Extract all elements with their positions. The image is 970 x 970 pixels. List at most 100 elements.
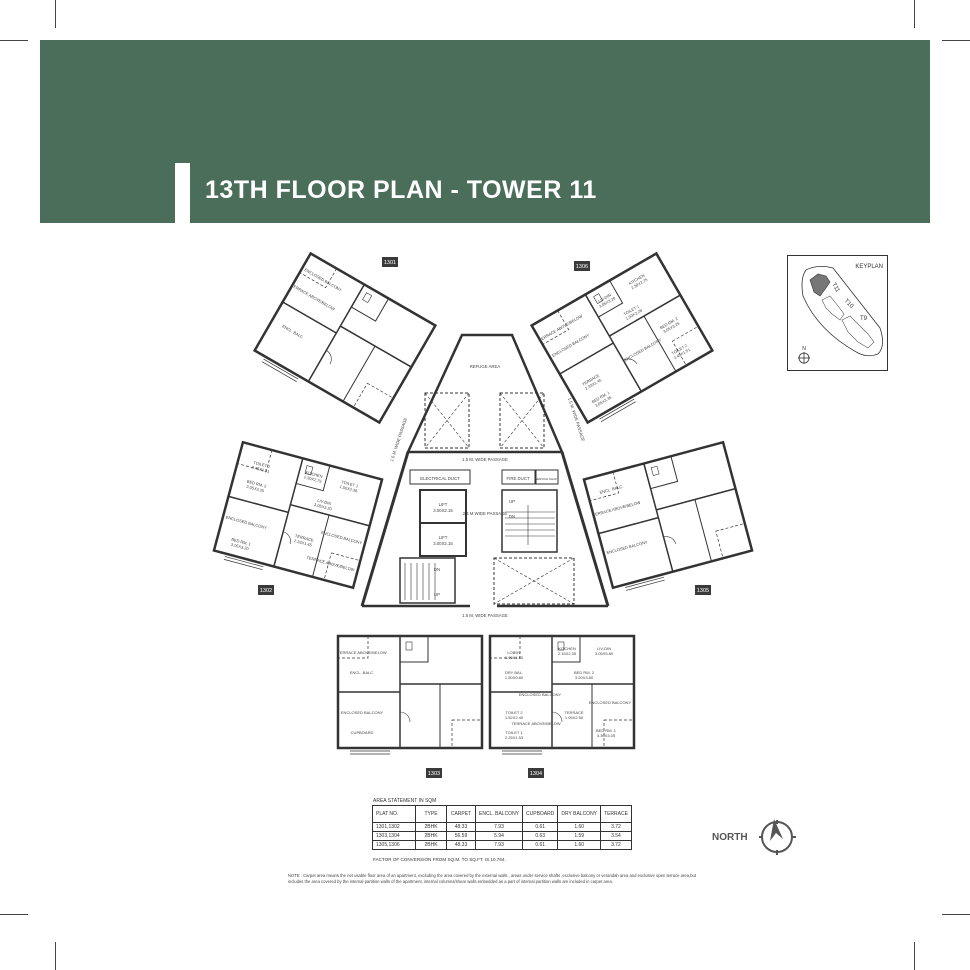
lift-2-label: LIFT bbox=[439, 535, 448, 540]
passage-mid-label: 2.4 M WIDE PASSAGE bbox=[463, 511, 508, 516]
room-label: TERRACE ABOVE/BELOW bbox=[291, 283, 336, 312]
room-label: BED RM. 2 bbox=[574, 670, 595, 675]
service-shaft bbox=[535, 469, 559, 485]
table-cell: 48.33 bbox=[446, 840, 476, 850]
room-dims: 1.50X2.28 bbox=[339, 484, 359, 494]
room-label: CUPBOARD bbox=[351, 730, 374, 735]
room-label: LIV-DIN bbox=[317, 498, 332, 506]
room-label: TOILET 1 bbox=[341, 479, 360, 488]
flat-number-badge: 1302 bbox=[258, 585, 274, 595]
crop-mark bbox=[914, 0, 915, 28]
flat-number: 1303 bbox=[428, 771, 440, 777]
room-dims: 2.30X2.75 bbox=[303, 474, 323, 484]
north-compass-icon bbox=[759, 819, 796, 855]
table-cell: 0.61 bbox=[522, 840, 559, 850]
passage-top-label: 1.5 M. WIDE PASSAGE bbox=[462, 457, 508, 462]
room-dims: 3.05X3.20 bbox=[230, 542, 250, 552]
room-label: TOILET 2 bbox=[505, 710, 523, 715]
wc-fixture bbox=[362, 292, 373, 304]
table-cell: 7.93 bbox=[474, 840, 524, 850]
cutout-void bbox=[493, 557, 575, 605]
flat-number-badge: 1306 bbox=[574, 261, 590, 271]
crop-mark bbox=[942, 914, 970, 915]
table-cell: 1305,1306 bbox=[372, 840, 416, 850]
stair-dn-label-left: DN bbox=[434, 567, 440, 572]
room-label: ENCLOSED BALCONY bbox=[341, 710, 384, 715]
tower-label-t10: T10 bbox=[843, 298, 855, 310]
flat-number: 1302 bbox=[260, 588, 272, 594]
flat-number: 1304 bbox=[530, 771, 542, 777]
room-label: BED RM. 1 bbox=[596, 728, 617, 733]
room-label: BED RM. 2 bbox=[246, 479, 267, 489]
room-label: LIV-DIN bbox=[597, 292, 612, 303]
keyplan-north-label: N bbox=[802, 346, 806, 352]
fire-duct-label: FIRE DUCT bbox=[507, 476, 530, 481]
refuge-area-label: REFUGE AREA bbox=[470, 364, 501, 369]
room-label: TERRACE ABOVE/BELOW bbox=[337, 650, 387, 655]
table-cell: 48.33 bbox=[446, 822, 476, 832]
room-label: LIV-DIN bbox=[597, 646, 611, 651]
room-label: TERRACE ABOVE/BELOW bbox=[592, 500, 641, 518]
keyplan-title: KEYPLAN bbox=[855, 264, 883, 270]
table-cell: 0.63 bbox=[522, 831, 559, 841]
room-dims: 2.33X1.45 bbox=[294, 538, 314, 548]
table-cell: 1301,1302 bbox=[372, 822, 416, 832]
column-header: TYPE bbox=[415, 805, 447, 823]
crop-mark bbox=[914, 942, 915, 970]
crop-mark bbox=[55, 0, 56, 28]
table-cell: 2BHK bbox=[415, 840, 447, 850]
tower-label-t11: T11 bbox=[830, 282, 840, 294]
room-dims: 1.50X0.80 bbox=[505, 675, 524, 680]
room-dims: 2.15X2.35 bbox=[558, 651, 577, 656]
crop-mark bbox=[942, 40, 970, 41]
column-header: CUPBOARD bbox=[522, 805, 559, 823]
room-label: TERRACE bbox=[294, 533, 314, 543]
room-label: KITCHEN bbox=[558, 646, 576, 651]
room-label: LOBBY bbox=[507, 650, 521, 655]
table-cell: 56.59 bbox=[446, 831, 476, 841]
room-label: BED RM. 1 bbox=[231, 537, 252, 547]
wc-fixture bbox=[650, 465, 660, 476]
flat-outer-wall bbox=[529, 251, 715, 425]
stair-treads-left bbox=[404, 563, 436, 600]
table-cell: 2BHK bbox=[415, 831, 447, 841]
wc-fixture bbox=[304, 465, 314, 476]
crop-mark bbox=[0, 40, 28, 41]
crop-mark bbox=[55, 942, 56, 970]
tower-t11-highlight bbox=[809, 273, 831, 297]
door-swing bbox=[326, 350, 332, 365]
carpet-area-note: NOTE : Carpet area means the net usable … bbox=[288, 873, 697, 884]
room-dims: 2.45X1.51 bbox=[251, 464, 271, 474]
room-label: DRY BAL. bbox=[505, 670, 523, 675]
room-dims: 3.30X3.05 bbox=[597, 733, 616, 738]
core-area bbox=[360, 333, 610, 608]
door-swing bbox=[399, 711, 411, 723]
table-cell: 1.60 bbox=[557, 822, 602, 832]
tower-label-t9: T9 bbox=[860, 316, 868, 322]
room-dims: 3.05X3.20 bbox=[314, 502, 334, 512]
stair-dn-label: DN bbox=[509, 514, 515, 519]
passage-diag-left-label: 1.5 M. WIDE PASSAGE bbox=[389, 417, 408, 462]
column-header: TERRACE bbox=[600, 805, 632, 823]
door-swing bbox=[283, 531, 291, 545]
room-label: ENCLOSED BALCONY bbox=[519, 692, 562, 697]
flat-number-badge: 1301 bbox=[382, 257, 398, 267]
table-cell: 0.61 bbox=[522, 822, 559, 832]
north-label: NORTH bbox=[712, 832, 748, 843]
title-accent-bar bbox=[175, 163, 190, 223]
electrical-duct bbox=[409, 469, 471, 485]
lift-1-dims: 3.00X2.15 bbox=[433, 508, 453, 513]
room-label: ENCLOSED BALCONY bbox=[321, 530, 363, 546]
table-cell: 7.93 bbox=[474, 822, 524, 832]
service-shaft-label: SERVICE SHAFT bbox=[535, 477, 559, 481]
flat-outer-wall bbox=[212, 440, 384, 590]
lift-1-label: LIFT bbox=[439, 502, 448, 507]
area-statement-title: AREA STATEMENT IN SQM bbox=[373, 798, 437, 804]
